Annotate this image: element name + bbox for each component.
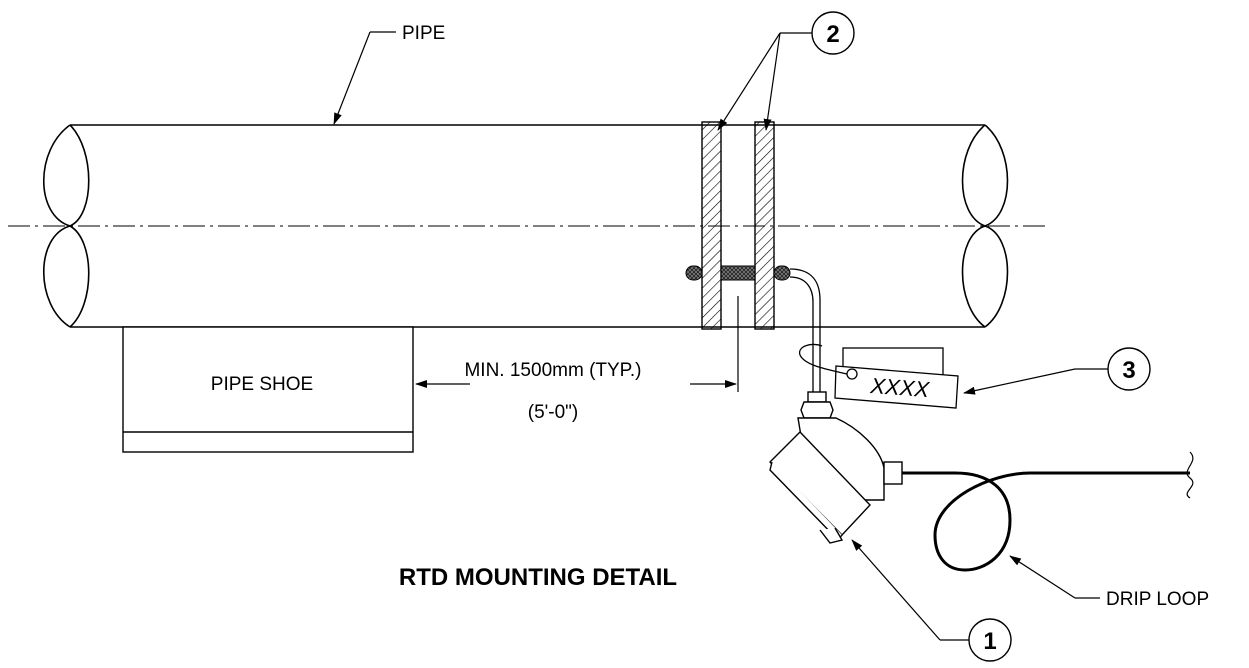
- callout-1-leader: [851, 539, 969, 641]
- drip-loop-label: DRIP LOOP: [1106, 589, 1209, 610]
- instrument-tag: [799, 343, 959, 409]
- callout-2-leaders: [717, 32, 812, 131]
- pipe-leader: [333, 31, 396, 125]
- callout-3-number: 3: [1122, 357, 1135, 384]
- drawing-title: RTD MOUNTING DETAIL: [399, 564, 677, 591]
- pipe-shoe-label: PIPE SHOE: [211, 374, 313, 395]
- min-distance-label: MIN. 1500mm (TYP.): [464, 360, 641, 381]
- min-distance-imperial-label: (5'-0"): [528, 402, 579, 423]
- pipe-label: PIPE: [402, 23, 445, 44]
- drip-loop-leader: [1009, 555, 1100, 599]
- clamp-bands: [701, 121, 775, 330]
- cable-break: [1186, 451, 1194, 499]
- callout-2-number: 2: [826, 21, 839, 48]
- callout-1-number: 1: [983, 628, 996, 655]
- callout-3-leader: [963, 368, 1108, 395]
- rtd-head: [769, 391, 903, 544]
- sensor-lead: [789, 268, 821, 392]
- rtd-sensor-element: [685, 265, 791, 281]
- pipe-shoe: [122, 326, 414, 453]
- callout-2-bubble: [811, 11, 855, 55]
- cable-drip-loop: [902, 471, 1190, 572]
- min-distance-dimension: [415, 296, 739, 392]
- callout-3-bubble: [1107, 347, 1151, 391]
- callout-1-bubble: [968, 618, 1012, 662]
- tag-text: XXXX: [869, 373, 932, 402]
